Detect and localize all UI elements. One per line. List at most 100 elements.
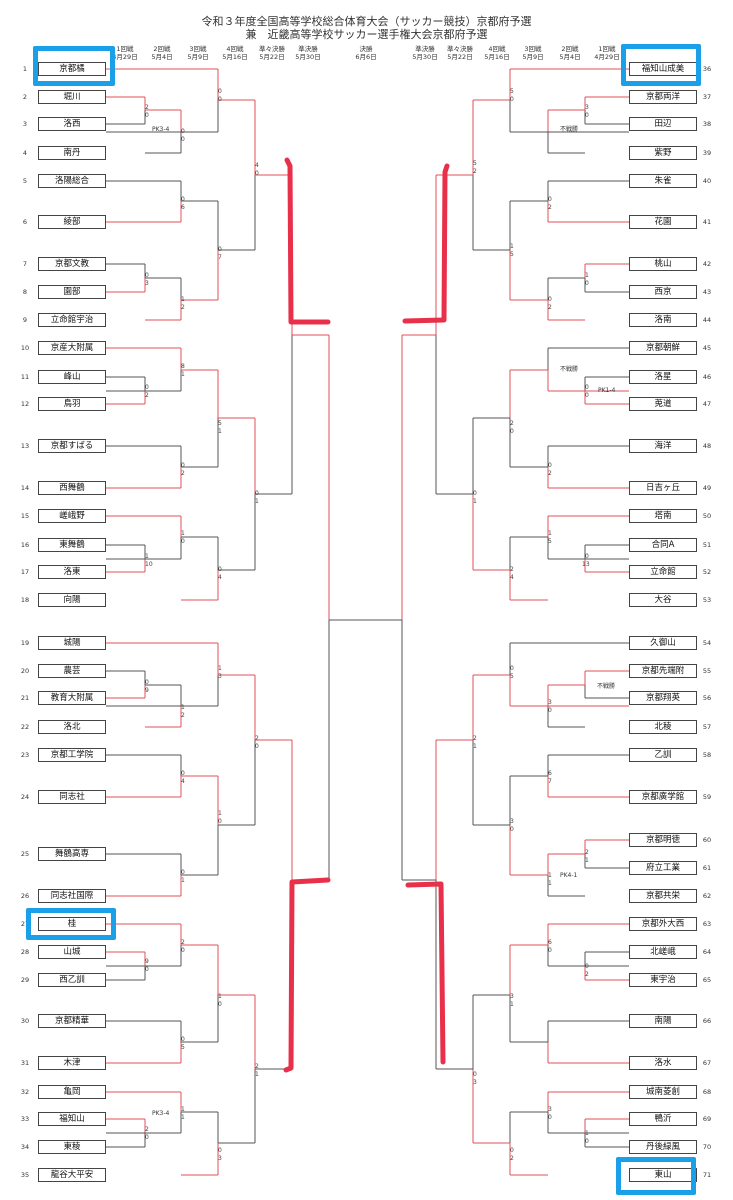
right-team-51: 合同A	[629, 538, 697, 552]
match-score: 2	[145, 392, 149, 399]
match-score: 7	[548, 778, 552, 785]
seed-number: 23	[20, 751, 30, 759]
match-score: 0	[181, 128, 185, 135]
right-team-41: 花園	[629, 215, 697, 229]
round-name: 3回戦	[524, 45, 542, 53]
seed-number: 20	[20, 667, 30, 675]
left-team-8: 園部	[38, 285, 106, 299]
seed-number: 16	[20, 541, 30, 549]
seed-number: 35	[20, 1171, 30, 1179]
right-team-45: 京都朝鮮	[629, 341, 697, 355]
match-score: 0	[548, 196, 552, 203]
match-score: 1	[181, 530, 185, 537]
seed-number: 5	[22, 177, 28, 185]
match-score: 4	[218, 574, 222, 581]
match-score: 0	[181, 869, 185, 876]
seed-number: 65	[702, 976, 712, 984]
match-score: 2	[548, 470, 552, 477]
right-team-62: 京都共栄	[629, 889, 697, 903]
left-team-30: 京都精華	[38, 1014, 106, 1028]
match-note: PK3-4	[152, 1110, 170, 1117]
seed-number: 9	[22, 316, 28, 324]
round-date: 4月29日	[112, 53, 138, 61]
seed-number: 10	[20, 344, 30, 352]
match-score: 8	[181, 363, 185, 370]
seed-number: 31	[20, 1059, 30, 1067]
left-team-18: 向陽	[38, 593, 106, 607]
match-score: 0	[255, 170, 259, 177]
left-team-15: 嵯峨野	[38, 509, 106, 523]
left-team-11: 峰山	[38, 370, 106, 384]
match-score: 2	[181, 470, 185, 477]
match-score: 4	[181, 778, 185, 785]
seed-number: 7	[22, 260, 28, 268]
left-team-21: 教育大附属	[38, 691, 106, 705]
match-score: 9	[145, 687, 149, 694]
right-team-47: 莵道	[629, 397, 697, 411]
seed-number: 29	[20, 976, 30, 984]
match-score: 1	[255, 498, 259, 505]
match-score: 0	[548, 1114, 552, 1121]
left-team-29: 西乙訓	[38, 973, 106, 987]
right-team-43: 西京	[629, 285, 697, 299]
left-team-20: 農芸	[38, 664, 106, 678]
right-team-63: 京都外大西	[629, 917, 697, 931]
bracket-title-line1: 令和３年度全国高等学校総合体育大会（サッカー競技）京都府予選	[201, 15, 532, 28]
round-name: 1回戦	[116, 45, 134, 53]
seed-number: 1	[22, 65, 28, 73]
right-team-66: 南陽	[629, 1014, 697, 1028]
right-team-58: 乙訓	[629, 748, 697, 762]
round-name: 1回戦	[598, 45, 616, 53]
match-score: 5	[181, 1044, 185, 1051]
match-score: 0	[255, 743, 259, 750]
seed-number: 54	[702, 639, 712, 647]
right-team-56: 京都翔英	[629, 691, 697, 705]
seed-number: 46	[702, 373, 712, 381]
match-score: 2	[255, 1063, 259, 1070]
right-team-54: 久御山	[629, 636, 697, 650]
match-score: 0	[510, 826, 514, 833]
match-score: 1	[548, 880, 552, 887]
left-team-32: 亀岡	[38, 1085, 106, 1099]
seed-number: 69	[702, 1115, 712, 1123]
seed-number: 4	[22, 149, 28, 157]
right-team-59: 京都廣学館	[629, 790, 697, 804]
match-score: 0	[181, 1036, 185, 1043]
round-date: 5月16日	[222, 53, 248, 61]
seed-number: 18	[20, 596, 30, 604]
match-score: 5	[510, 251, 514, 258]
match-score: 1	[181, 704, 185, 711]
seed-number: 67	[702, 1059, 712, 1067]
marker-stroke	[405, 881, 446, 1065]
match-score: 10	[145, 561, 153, 568]
match-score: 3	[473, 1079, 477, 1086]
seed-number: 44	[702, 316, 712, 324]
match-score: 2	[145, 104, 149, 111]
right-team-42: 桃山	[629, 257, 697, 271]
left-team-22: 洛北	[38, 720, 106, 734]
right-team-44: 洛南	[629, 313, 697, 327]
match-score: 1	[473, 743, 477, 750]
match-score: 2	[585, 849, 589, 856]
left-team-28: 山城	[38, 945, 106, 959]
match-score: 1	[473, 498, 477, 505]
match-score: 0	[218, 246, 222, 253]
seed-number: 24	[20, 793, 30, 801]
match-score: 0	[145, 679, 149, 686]
seed-number: 40	[702, 177, 712, 185]
match-score: 0	[145, 272, 149, 279]
bracket-title-line2: 兼 近畿高等学校サッカー選手権大会京都府予選	[245, 28, 488, 41]
match-score: 1	[181, 1106, 185, 1113]
seed-number: 48	[702, 442, 712, 450]
match-score: 6	[548, 770, 552, 777]
seed-number: 11	[20, 373, 30, 381]
right-team-70: 丹後緑風	[629, 1140, 697, 1154]
match-score: 0	[585, 384, 589, 391]
seed-number: 57	[702, 723, 712, 731]
